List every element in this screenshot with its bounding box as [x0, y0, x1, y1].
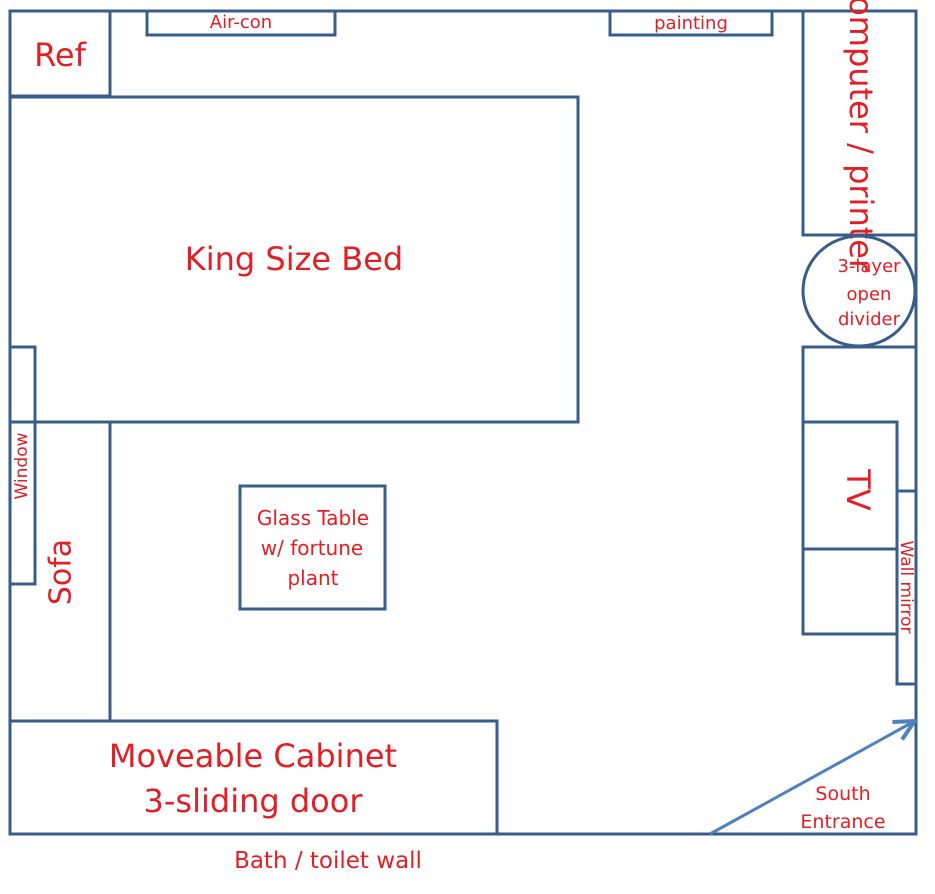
- window: [8, 345, 37, 586]
- wall-mirror: [895, 489, 918, 686]
- ref-label: Ref: [34, 36, 86, 74]
- entrance-arrow: [709, 722, 913, 836]
- table-label-line3: plant: [287, 566, 338, 590]
- table-label-line2: w/ fortune: [261, 536, 363, 560]
- king-size-bed: [8, 95, 580, 424]
- entrance-label-line1: South: [815, 783, 870, 805]
- glass-table: [238, 484, 387, 611]
- painting: [608, 9, 774, 37]
- computer-label: Computer / printer: [842, 0, 880, 273]
- window-label: Window: [12, 432, 32, 499]
- aircon-label: Air-con: [210, 12, 272, 33]
- divider-label-line3: divider: [838, 309, 901, 330]
- sofa-label: Sofa: [44, 539, 79, 605]
- divider-label-line1: 3-layer: [837, 256, 901, 277]
- cabinet-label-line2: 3-sliding door: [144, 782, 364, 820]
- wall-mirror-label: Wall mirror: [896, 541, 916, 634]
- entrance-label-line2: Entrance: [800, 811, 885, 833]
- bath-wall-label: Bath / toilet wall: [234, 848, 422, 874]
- divider-label-line2: open: [847, 284, 892, 305]
- aircon-unit: [145, 9, 337, 37]
- tv-label: TV: [839, 468, 877, 511]
- moveable-cabinet: [8, 719, 499, 836]
- painting-label: painting: [654, 13, 728, 34]
- table-label-line1: Glass Table: [257, 506, 369, 530]
- cabinet-label-line1: Moveable Cabinet: [109, 737, 397, 775]
- bed-label: King Size Bed: [185, 240, 403, 278]
